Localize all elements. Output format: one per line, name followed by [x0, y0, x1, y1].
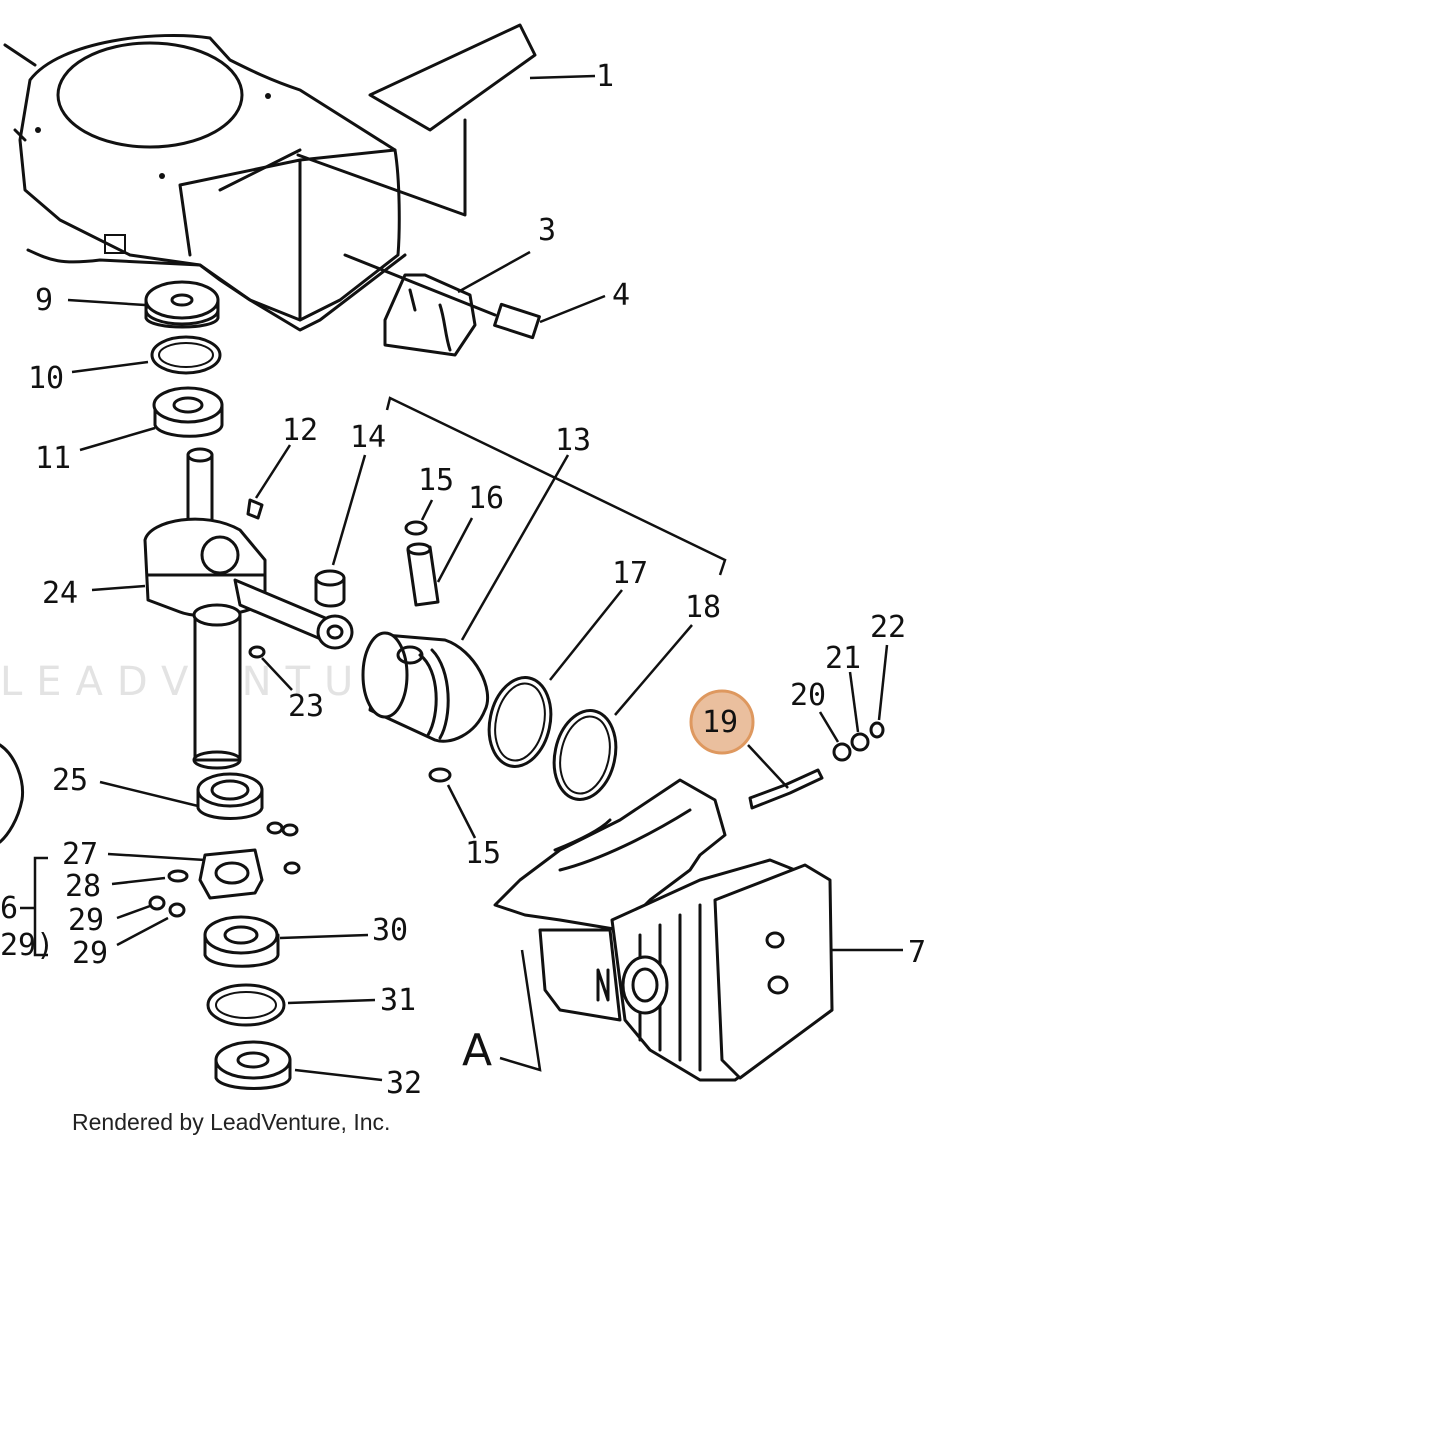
snap-ring-part-10	[71, 335, 222, 375]
washer-part-21	[848, 671, 870, 752]
spring-washer-part-22	[869, 644, 889, 739]
blower-housing-part	[3, 33, 467, 332]
callout-24[interactable]: 24	[42, 576, 78, 611]
connecting-rod-part	[200, 535, 354, 650]
cylinder-part	[493, 778, 903, 1082]
bearing-part-11	[79, 386, 224, 452]
pin-part-29	[116, 895, 186, 947]
piston-circlip-top	[404, 499, 434, 536]
stud-bolt-part-19	[747, 744, 824, 810]
callout-29-paren[interactable]: 29)	[0, 928, 54, 963]
seal-part-25	[99, 772, 264, 820]
callout-20[interactable]: 20	[790, 678, 826, 713]
callout-A[interactable]: A	[462, 1025, 492, 1076]
callout-1[interactable]: 1	[596, 59, 614, 94]
pin-part-23	[248, 645, 293, 691]
callout-31[interactable]: 31	[380, 983, 416, 1018]
piston-assembly-bracket	[385, 396, 727, 576]
piston-ring-part-18	[552, 624, 693, 801]
piston-part	[361, 454, 570, 743]
nut-part-20	[818, 711, 852, 762]
woodruff-key-part	[246, 444, 292, 520]
callout-15-top[interactable]: 15	[418, 463, 454, 498]
snap-ring-part-31	[206, 983, 376, 1027]
needle-bearing-part	[314, 454, 367, 608]
callout-3[interactable]: 3	[538, 213, 556, 248]
credit-text: Rendered by LeadVenture, Inc.	[72, 1109, 390, 1135]
callout-17[interactable]: 17	[612, 556, 648, 591]
callout-18[interactable]: 18	[685, 590, 721, 625]
piston-circlip-bottom	[428, 767, 477, 839]
bearing-part-30	[203, 915, 369, 968]
callout-32[interactable]: 32	[386, 1066, 422, 1101]
callout-30[interactable]: 30	[372, 913, 408, 948]
callout-29-second[interactable]: 29	[72, 936, 108, 971]
callout-19[interactable]: 19	[702, 705, 738, 740]
callout-27[interactable]: 27	[62, 837, 98, 872]
callout-29-first[interactable]: 29	[68, 903, 104, 938]
screw-part	[343, 253, 606, 340]
seal-part-32	[214, 1040, 383, 1090]
flywheel-partial	[0, 743, 25, 844]
callout-13[interactable]: 13	[555, 423, 591, 458]
callout-15-bottom[interactable]: 15	[465, 836, 501, 871]
callout-7[interactable]: 7	[908, 935, 926, 970]
callout-12[interactable]: 12	[282, 413, 318, 448]
callout-23[interactable]: 23	[288, 689, 324, 724]
oil-pump-part-27	[107, 821, 301, 900]
callout-11[interactable]: 11	[35, 441, 71, 476]
crankshaft-part	[91, 447, 267, 770]
callout-4[interactable]: 4	[612, 278, 630, 313]
piston-pin-part	[406, 517, 474, 607]
callout-14[interactable]: 14	[350, 420, 386, 455]
callout-22[interactable]: 22	[870, 610, 906, 645]
piston-ring-part-17	[487, 589, 623, 768]
group-bracket-26	[20, 856, 48, 957]
seal-part-9	[67, 280, 220, 329]
callout-16[interactable]: 16	[468, 481, 504, 516]
callout-25[interactable]: 25	[52, 763, 88, 798]
highlight-marker-19[interactable]	[689, 689, 755, 755]
callout-9[interactable]: 9	[35, 283, 53, 318]
detail-a-bracket	[499, 949, 542, 1072]
washer-part-28	[111, 869, 189, 886]
callout-10[interactable]: 10	[28, 361, 64, 396]
decal-plate-part	[368, 23, 596, 132]
callout-26[interactable]: 6	[0, 891, 18, 926]
bracket-part	[383, 250, 531, 357]
callout-21[interactable]: 21	[825, 641, 861, 676]
callout-28[interactable]: 28	[65, 869, 101, 904]
